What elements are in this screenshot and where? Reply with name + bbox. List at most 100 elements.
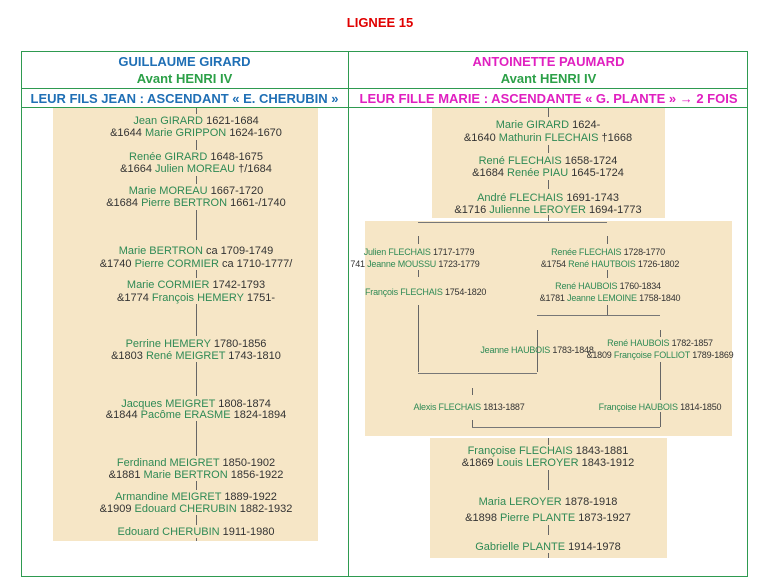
entry-marriage-year: &1684 — [472, 167, 504, 179]
connector-line — [196, 362, 197, 396]
genealogy-entry: Edouard CHERUBIN 1911-1980 — [118, 526, 275, 538]
entry-person-name: Julienne LEROYER — [489, 204, 586, 216]
entry-person-name: René HAUBOIS — [607, 338, 670, 348]
connector-line — [418, 222, 607, 223]
entry-dates: 1782-1857 — [671, 338, 713, 348]
genealogy-entry: Julien FLECHAIS 1717-1779 — [364, 246, 475, 258]
connector-line — [196, 270, 197, 278]
entry-dates: ca 1709-1749 — [205, 245, 274, 257]
connector-line — [548, 180, 549, 189]
entry-dates: 1914-1978 — [568, 541, 621, 553]
entry-person-name: Marie MOREAU — [128, 185, 208, 197]
left-tree-panel — [53, 108, 318, 541]
entry-person-name: Pierre CORMIER — [134, 258, 219, 270]
connector-line — [418, 373, 537, 374]
entry-dates: 1621-1684 — [206, 115, 259, 127]
connector-line — [548, 215, 549, 221]
entry-person-name: Alexis FLECHAIS — [413, 402, 481, 412]
entry-dates: 1728-1770 — [623, 247, 665, 257]
entry-dates: 1691-1743 — [566, 192, 619, 204]
connector-line — [660, 362, 661, 400]
entry-person-name: Pacôme ERASME — [140, 409, 231, 421]
entry-person-name: Perrine HEMERY — [125, 338, 211, 350]
connector-line — [196, 140, 197, 150]
connector-line — [196, 108, 197, 114]
entry-dates: 1726-1802 — [637, 259, 680, 269]
genealogy-entry: &1644 Marie GRIPPON 1624-1670 — [110, 127, 282, 139]
connector-line — [548, 553, 549, 558]
entry-person-name: René HAUBOIS — [555, 281, 618, 291]
genealogy-entry: Marie BERTRON ca 1709-1749 — [119, 245, 274, 257]
entry-marriage-year: &1869 — [461, 457, 494, 469]
connector-line — [607, 305, 608, 315]
entry-dates: 1882-1932 — [239, 503, 293, 515]
entry-person-name: André FLECHAIS — [477, 192, 564, 204]
connector-line — [196, 481, 197, 490]
right-lineage-heading: LEUR FILLE MARIE : ASCENDANTE « G. PLANT… — [359, 91, 738, 106]
connector-line — [196, 176, 197, 184]
genealogy-entry: 741 Jeanne MOUSSU 1723-1779 — [350, 258, 479, 270]
genealogy-entry: André FLECHAIS 1691-1743 — [477, 192, 619, 204]
entry-dates: 1624- — [572, 119, 601, 131]
page-title: LIGNEE 15 — [346, 15, 414, 30]
genealogy-entry: &1740 Pierre CORMIER ca 1710-1777/ — [100, 258, 293, 270]
entry-dates: 1889-1922 — [224, 491, 277, 503]
entry-dates: †1668 — [601, 132, 633, 144]
entry-person-name: Marie BERTRON — [143, 469, 228, 481]
entry-dates: 1789-1869 — [692, 350, 734, 360]
connector-line — [472, 388, 473, 395]
entry-person-name: Gabrielle PLANTE — [475, 541, 566, 553]
entry-dates: 1658-1724 — [564, 155, 618, 167]
connector-line — [660, 412, 661, 427]
entry-person-name: Julien MOREAU — [155, 163, 236, 175]
genealogy-entry: &1869 Louis LEROYER 1843-1912 — [462, 457, 634, 469]
connector-line — [660, 330, 661, 337]
right-bottom-tree-panel — [430, 438, 667, 558]
genealogy-entry: Marie MOREAU 1667-1720 — [129, 185, 264, 197]
entry-marriage-year: &1781 — [539, 293, 565, 303]
connector-line — [548, 108, 549, 117]
entry-dates: 1717-1779 — [433, 247, 475, 257]
entry-person-name: Julien FLECHAIS — [363, 247, 431, 257]
genealogy-entry: &1781 Jeanne LEMOINE 1758-1840 — [540, 292, 681, 304]
entry-person-name: Jeanne MOUSSU — [367, 259, 437, 269]
connector-line — [472, 420, 473, 427]
entry-person-name: Marie GRIPPON — [144, 127, 227, 139]
entry-person-name: Marie BERTRON — [118, 245, 203, 257]
genealogy-entry: Gabrielle PLANTE 1914-1978 — [475, 541, 621, 553]
genealogy-entry: &1684 Pierre BERTRON 1661-/1740 — [106, 197, 286, 209]
left-lineage-heading: LEUR FILS JEAN : ASCENDANT « E. CHERUBIN… — [30, 91, 339, 106]
entry-person-name: René MEIGRET — [145, 350, 226, 362]
connector-line — [418, 236, 419, 244]
lineage-table — [21, 51, 748, 577]
genealogy-entry: &1881 Marie BERTRON 1856-1922 — [109, 469, 284, 481]
entry-person-name: Renée PIAU — [507, 167, 569, 179]
genealogy-entry: &1640 Mathurin FLECHAIS †1668 — [464, 132, 632, 144]
entry-dates: 1813-1887 — [483, 402, 525, 412]
entry-dates: 1661-/1740 — [230, 197, 286, 209]
entry-dates: 1751- — [246, 292, 275, 304]
genealogy-entry: &1809 Françoise FOLLIOT 1789-1869 — [587, 349, 734, 361]
connector-line — [548, 438, 549, 445]
entry-dates: 1911-1980 — [222, 526, 275, 538]
entry-dates: ca 1710-1777/ — [221, 258, 293, 270]
entry-person-name: René FLECHAIS — [478, 155, 562, 167]
entry-marriage-year: &1898 — [465, 512, 497, 524]
genealogy-entry: Renée FLECHAIS 1728-1770 — [551, 246, 665, 258]
entry-dates: 1783-1848 — [552, 345, 594, 355]
connector-line — [548, 145, 549, 153]
entry-person-name: Pierre PLANTE — [500, 512, 576, 524]
entry-person-name: Marie CORMIER — [126, 279, 210, 291]
genealogy-entry: Françoise FLECHAIS 1843-1881 — [468, 445, 629, 457]
left-ancestor-name: GUILLAUME GIRARD — [118, 54, 251, 69]
column-divider — [348, 51, 349, 577]
entry-person-name: Jeanne LEMOINE — [567, 293, 637, 303]
genealogy-entry: &1754 René HAUTBOIS 1726-1802 — [541, 258, 680, 270]
genealogy-entry: René FLECHAIS 1658-1724 — [479, 155, 618, 167]
entry-dates: 1645-1724 — [571, 167, 624, 179]
genealogy-entry: Jeanne HAUBOIS 1783-1848 — [480, 344, 594, 356]
genealogy-entry: Perrine HEMERY 1780-1856 — [126, 338, 267, 350]
connector-line — [418, 270, 419, 277]
connector-line — [196, 515, 197, 525]
entry-person-name: François HEMERY — [151, 292, 244, 304]
